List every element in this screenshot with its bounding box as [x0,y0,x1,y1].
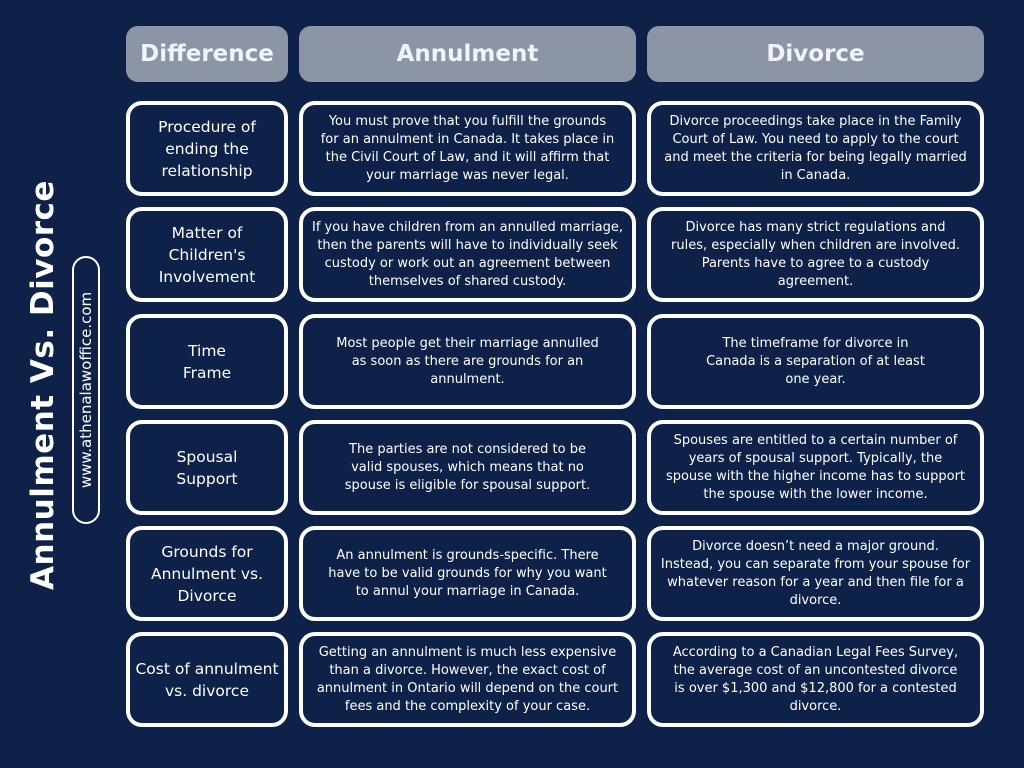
difference-cell-children: Matter of Children's Involvement [126,207,288,302]
divorce-text: According to a Canadian Legal Fees Surve… [672,644,959,714]
divorce-text: Spouses are entitled to a certain number… [665,432,966,502]
infographic-title: Annulment Vs. Divorce [25,180,61,590]
difference-cell-procedure: Procedure of ending the relationship [126,101,288,196]
difference-label: Time Frame [182,341,232,382]
sidebar: Annulment Vs. Divorce www.athenalawoffic… [0,0,120,768]
difference-label: Spousal Support [176,447,238,488]
annulment-cell-spousal-support: The parties are not considered to be val… [299,420,636,515]
annulment-cell-cost: Getting an annulment is much less expens… [299,632,636,727]
divorce-cell-cost: According to a Canadian Legal Fees Surve… [647,632,984,727]
annulment-cell-children: If you have children from an annulled ma… [299,207,636,302]
annulment-cell-time-frame: Most people get their marriage annulled … [299,314,636,409]
difference-label: Grounds for Annulment vs. Divorce [150,542,264,605]
annulment-cell-procedure: You must prove that you fulfill the grou… [299,101,636,196]
website-link[interactable]: www.athenalawoffice.com [72,256,100,524]
header-annulment: Annulment [299,26,636,82]
divorce-text: The timeframe for divorce in Canada is a… [706,335,925,387]
difference-label: Cost of annulment vs. divorce [135,659,279,700]
annulment-text: An annulment is grounds-specific. There … [328,547,607,599]
difference-label: Procedure of ending the relationship [158,117,256,180]
divorce-cell-grounds: Divorce doesn’t need a major ground. Ins… [647,526,984,621]
divorce-cell-procedure: Divorce proceedings take place in the Fa… [647,101,984,196]
divorce-cell-children: Divorce has many strict regulations and … [647,207,984,302]
difference-label: Matter of Children's Involvement [158,223,256,286]
header-difference: Difference [126,26,288,82]
annulment-cell-grounds: An annulment is grounds-specific. There … [299,526,636,621]
divorce-text: Divorce proceedings take place in the Fa… [664,113,967,183]
annulment-text: You must prove that you fulfill the grou… [320,113,615,183]
divorce-text: Divorce has many strict regulations and … [671,219,960,289]
divorce-cell-time-frame: The timeframe for divorce in Canada is a… [647,314,984,409]
difference-cell-spousal-support: Spousal Support [126,420,288,515]
annulment-text: The parties are not considered to be val… [344,441,591,493]
difference-cell-cost: Cost of annulment vs. divorce [126,632,288,727]
divorce-text: Divorce doesn’t need a major ground. Ins… [660,538,971,608]
difference-cell-grounds: Grounds for Annulment vs. Divorce [126,526,288,621]
divorce-cell-spousal-support: Spouses are entitled to a certain number… [647,420,984,515]
difference-cell-time-frame: Time Frame [126,314,288,409]
header-divorce: Divorce [647,26,984,82]
annulment-text: Getting an annulment is much less expens… [316,644,619,714]
annulment-text: Most people get their marriage annulled … [336,335,599,387]
annulment-text: If you have children from an annulled ma… [312,219,623,289]
